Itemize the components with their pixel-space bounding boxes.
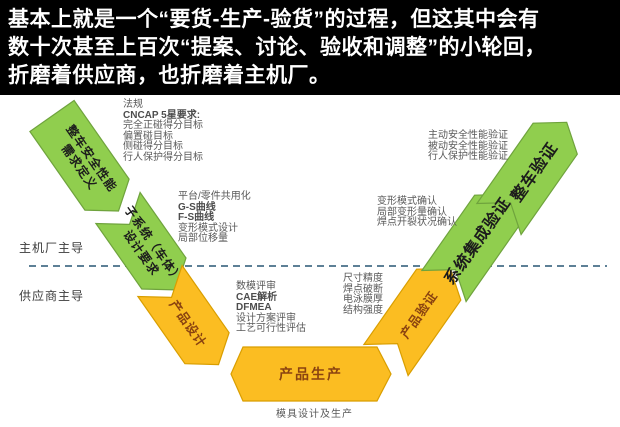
annotation-design-review-line: 数模评审	[236, 281, 276, 292]
annotation-safety-verification-line: 行人保护性能验证	[428, 151, 508, 163]
annotation-regulations-line: 偏置碰目标	[123, 130, 173, 142]
annotation-platform-line: 平台/零件共用化	[178, 191, 251, 202]
annotation-confirmation-line: 局部变形量确认	[377, 206, 447, 218]
arrow-product-production	[230, 346, 392, 402]
arrow-product-verify	[362, 267, 462, 377]
header-text-line: 数十次甚至上百次“提案、讨论、验收和调整”的小轮回，	[8, 36, 546, 59]
annotation-regulations-line: 法规	[123, 99, 143, 110]
header-text-line: 基本上就是一个“要货-生产-验货”的过程，但这其中会有	[8, 8, 540, 31]
annotation-quality-checks-line: 结构强度	[343, 304, 383, 316]
annotation-safety-verification: 主动安全性能验证被动安全性能验证行人保护性能验证	[428, 130, 508, 163]
arrow-subsystem-design	[94, 191, 187, 291]
annotation-platform-line: 局部位移量	[178, 233, 228, 245]
annotation-regulations-line: 行人保护得分目标	[123, 151, 203, 163]
annotation-design-review-line: DFMEA	[236, 302, 272, 314]
annotation-regulations-line: CNCAP 5星要求:	[123, 109, 201, 121]
annotation-safety-verification-line: 主动安全性能验证	[428, 130, 508, 141]
annotation-quality-checks: 尺寸精度焊点破断电泳膜厚结构强度	[343, 273, 383, 316]
annotation-regulations-line: 完全正碰得分目标	[123, 120, 203, 132]
lane-label-supplier: 供应商主导	[19, 289, 85, 303]
annotation-design-review-line: 工艺可行性评估	[236, 323, 306, 335]
annotation-platform-line: 变形模式设计	[178, 222, 238, 234]
annotation-confirmation-line: 焊点开裂状况确认	[377, 217, 457, 229]
production-caption: 模具设计及生产	[276, 409, 353, 420]
arrow-vehicle-verify	[475, 121, 578, 236]
annotation-confirmation: 变形模式确认局部变形量确认焊点开裂状况确认	[377, 196, 457, 229]
annotation-design-review-line: 设计方案评审	[236, 312, 296, 324]
annotation-safety-verification-line: 被动安全性能验证	[428, 140, 508, 152]
arrow-vehicle-requirements	[29, 99, 130, 212]
annotation-design-review-line: CAE解析	[236, 291, 278, 303]
lane-label-oem: 主机厂主导	[19, 241, 85, 255]
annotation-regulations-line: 侧碰得分目标	[123, 141, 183, 153]
annotation-quality-checks-line: 电泳膜厚	[343, 294, 383, 306]
annotation-platform-line: G-S曲线	[178, 201, 216, 213]
annotation-confirmation-line: 变形模式确认	[377, 196, 437, 207]
arrow-product-design	[136, 264, 230, 366]
annotation-quality-checks-line: 尺寸精度	[343, 273, 383, 284]
annotation-quality-checks-line: 焊点破断	[343, 283, 383, 295]
header-text: 基本上就是一个“要货-生产-验货”的过程，但这其中会有数十次甚至上百次“提案、讨…	[0, 0, 620, 95]
annotation-platform-line: F-S曲线	[178, 212, 215, 224]
header-text-line: 折磨着供应商，也折磨着主机厂。	[8, 64, 331, 87]
label-product-production: 产品生产	[279, 366, 343, 382]
